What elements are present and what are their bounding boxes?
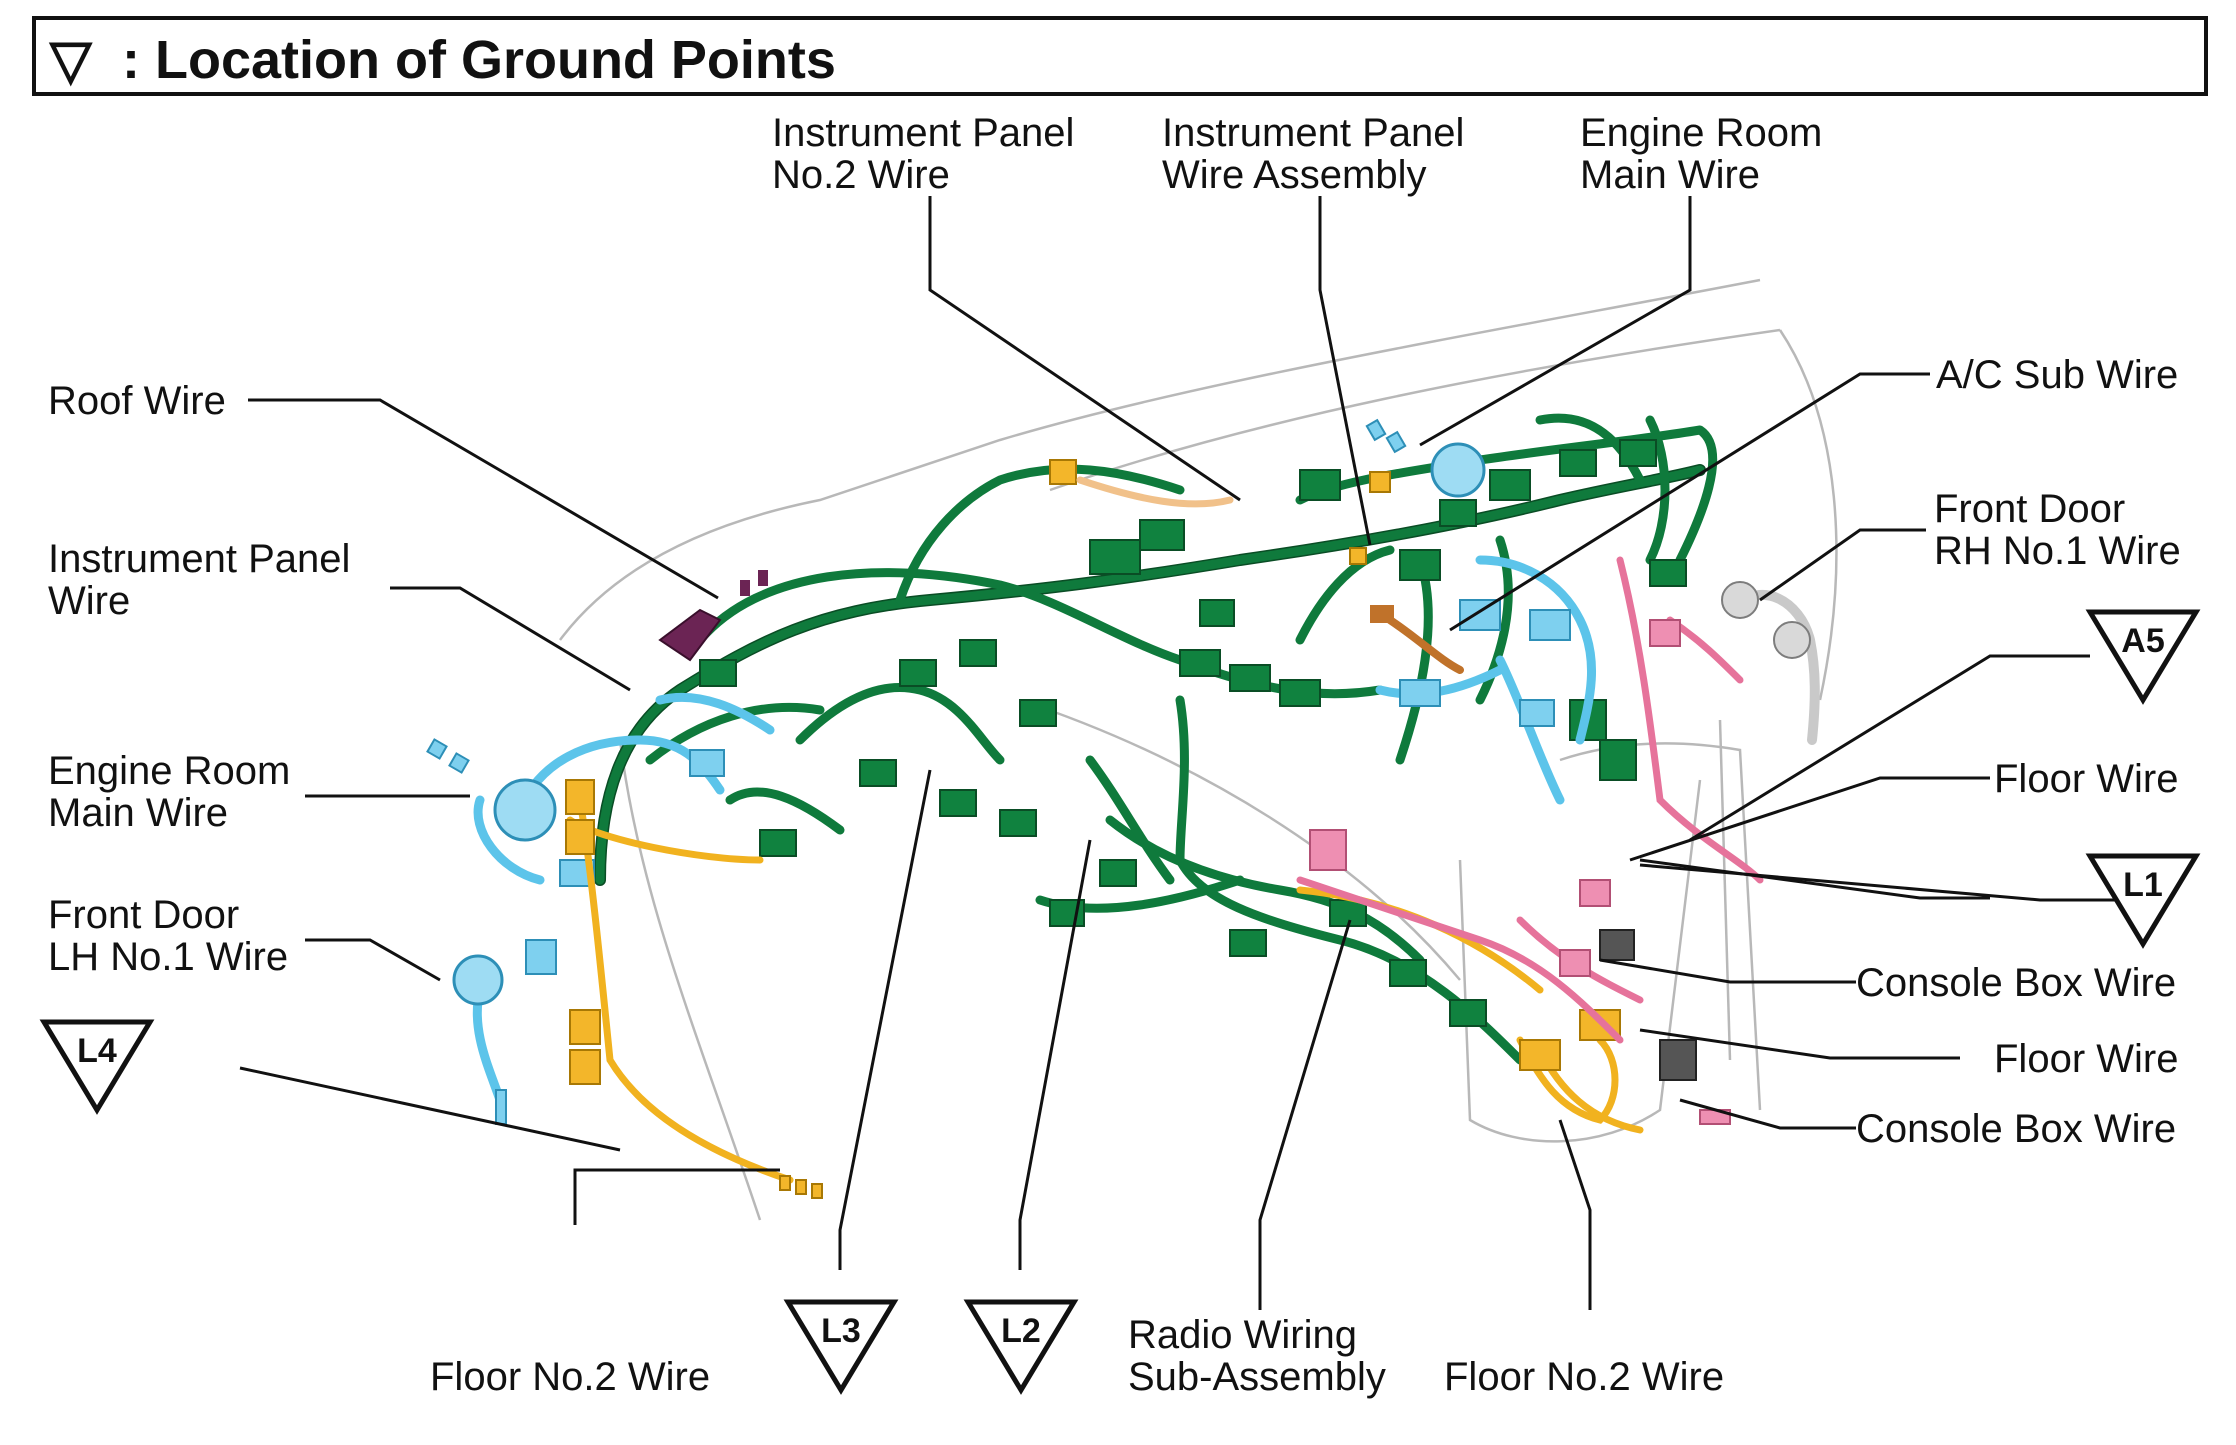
- page-title: : Location of Ground Points: [122, 30, 836, 90]
- ground-point-l4-code: L4: [77, 1032, 117, 1070]
- label-roof-wire: Roof Wire: [48, 379, 226, 423]
- ground-point-l2: L2: [963, 1299, 1079, 1395]
- ground-point-a5-code: A5: [2121, 622, 2164, 660]
- title-frame: [32, 16, 2208, 96]
- label-front-door-rh-no1-wire-line2: RH No.1 Wire: [1934, 529, 2181, 573]
- roof-connector-pin: [740, 580, 750, 596]
- ground-point-l3: L3: [783, 1299, 899, 1395]
- floor-no2-harness: [565, 459, 1644, 1199]
- ground-point-l1-code: L1: [2123, 866, 2163, 904]
- label-instrument-panel-no2-wire-line1: Instrument Panel: [772, 111, 1074, 155]
- roof-connector-pin: [758, 570, 768, 586]
- label-engine-room-main-wire-top-line2: Main Wire: [1580, 153, 1760, 197]
- label-floor-no2-wire-right: Floor No.2 Wire: [1444, 1355, 1724, 1399]
- wire-labels: Instrument Panel No.2 Wire Instrument Pa…: [48, 111, 2181, 1399]
- door-plug-icon: [1721, 581, 1759, 619]
- misc-connectors: [658, 476, 1820, 745]
- roof-connector-icon: [658, 608, 722, 662]
- title-bar: ▽ : Location of Ground Points: [32, 16, 2208, 96]
- label-front-door-rh-no1-wire-line1: Front Door: [1934, 487, 2125, 531]
- ground-point-l3-code: L3: [821, 1312, 861, 1350]
- ground-point-markers: A5 L1 L4 L3 L2: [39, 609, 2201, 1395]
- dashboard-outline: [559, 278, 1838, 1221]
- console-harness: [1296, 556, 1764, 1125]
- label-front-door-lh-no1-wire-line2: LH No.1 Wire: [48, 935, 288, 979]
- label-engine-room-main-wire-left-line1: Engine Room: [48, 749, 290, 793]
- label-instrument-panel-no2-wire-line2: No.2 Wire: [772, 153, 950, 197]
- label-instrument-panel-wire-assembly-line1: Instrument Panel: [1162, 111, 1464, 155]
- grommet-icon: [452, 954, 504, 1006]
- console-connector-icon: [1599, 929, 1635, 961]
- grommet-icon: [493, 778, 557, 842]
- label-engine-room-main-wire-left-line2: Main Wire: [48, 791, 228, 835]
- leader-lines: [239, 196, 2130, 1310]
- console-connector-icon: [1659, 1039, 1697, 1081]
- label-floor-wire-2: Floor Wire: [1994, 1037, 2178, 1081]
- door-plug-icon: [1773, 621, 1811, 659]
- label-floor-wire-1: Floor Wire: [1994, 757, 2178, 801]
- label-instrument-panel-wire-line1: Instrument Panel: [48, 537, 350, 581]
- grommet-icon: [1430, 442, 1486, 498]
- label-front-door-lh-no1-wire-line1: Front Door: [48, 893, 239, 937]
- ac-sub-wire-connector: [1370, 605, 1394, 623]
- ac-sub-wire-harness: [1386, 616, 1464, 674]
- label-console-box-wire-1: Console Box Wire: [1856, 961, 2176, 1005]
- label-instrument-panel-wire-assembly-line2: Wire Assembly: [1162, 153, 1427, 197]
- ground-point-l4: L4: [39, 1019, 155, 1115]
- ground-point-l2-code: L2: [1001, 1312, 1041, 1350]
- label-engine-room-main-wire-top-line1: Engine Room: [1580, 111, 1822, 155]
- ground-point-l1: L1: [2085, 853, 2201, 949]
- instrument-panel-no2-harness: [1076, 476, 1234, 508]
- title-symbol: ▽: [48, 30, 93, 90]
- label-console-box-wire-2: Console Box Wire: [1856, 1107, 2176, 1151]
- label-radio-wiring-sub-assembly-line2: Sub-Assembly: [1128, 1355, 1386, 1399]
- label-radio-wiring-sub-assembly-line1: Radio Wiring: [1128, 1313, 1357, 1357]
- main-harness: [594, 413, 1718, 1065]
- ground-point-a5: A5: [2085, 609, 2201, 705]
- label-floor-no2-wire-left: Floor No.2 Wire: [430, 1355, 710, 1399]
- label-ac-sub-wire: A/C Sub Wire: [1936, 353, 2178, 397]
- label-instrument-panel-wire-line2: Wire: [48, 579, 130, 623]
